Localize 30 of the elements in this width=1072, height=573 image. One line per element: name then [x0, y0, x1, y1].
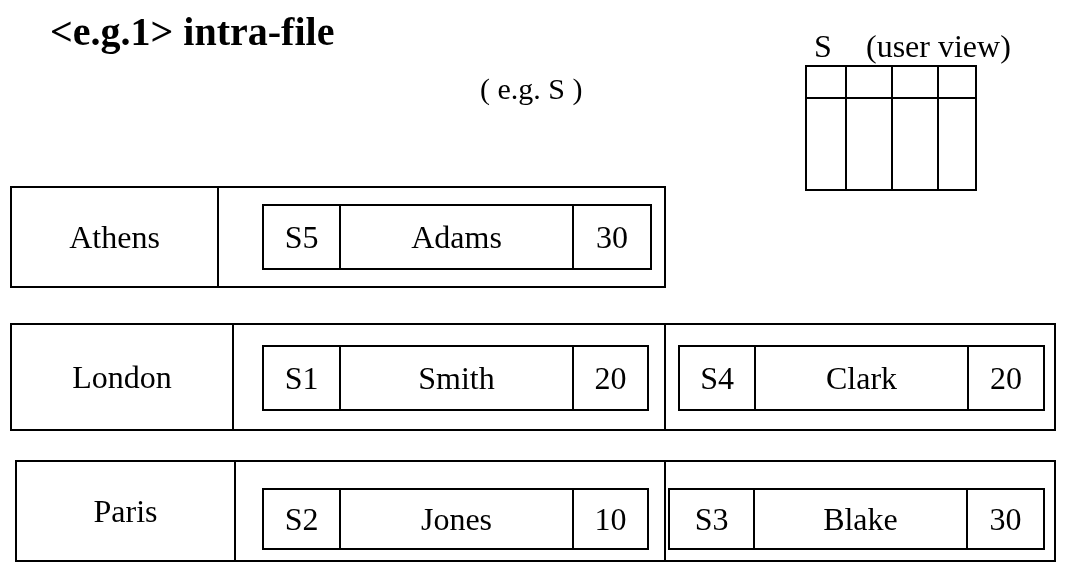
group-key-label: Athens — [68, 219, 161, 256]
table-cell-text: 10 — [593, 499, 628, 539]
record-row-box — [15, 460, 1056, 562]
table-cell: Clark — [756, 347, 969, 409]
table-name: S — [814, 28, 832, 65]
note-text: ( e.g. S ) — [480, 72, 583, 106]
record-box — [262, 204, 652, 270]
table-cell: S1 — [264, 347, 342, 409]
table-cell: S2 — [264, 490, 342, 548]
table-cell-text: 20 — [988, 358, 1023, 398]
group-key-label: Paris — [92, 493, 159, 530]
record-box — [262, 488, 649, 550]
table-cell: Jones — [341, 490, 574, 548]
record-row-box — [10, 323, 1056, 431]
record-row-box — [10, 186, 666, 288]
table-cell: Adams — [341, 206, 574, 268]
table-cell: Blake — [755, 490, 968, 548]
table-cell: Smith — [341, 347, 574, 409]
table-cell: S5 — [264, 206, 342, 268]
table-caption: (user view) — [866, 28, 1011, 65]
table-cell: S3 — [670, 490, 756, 548]
diagram-title: <e.g.1> intra-file — [50, 8, 335, 55]
record-box — [262, 345, 649, 411]
table-cell-text: 30 — [594, 217, 629, 257]
record-box — [678, 345, 1045, 411]
record-box — [668, 488, 1045, 550]
table-cell-text: 30 — [988, 499, 1023, 539]
table-cell: S4 — [680, 347, 757, 409]
table-cell-text: 20 — [593, 358, 628, 398]
group-key-label: London — [71, 359, 173, 396]
